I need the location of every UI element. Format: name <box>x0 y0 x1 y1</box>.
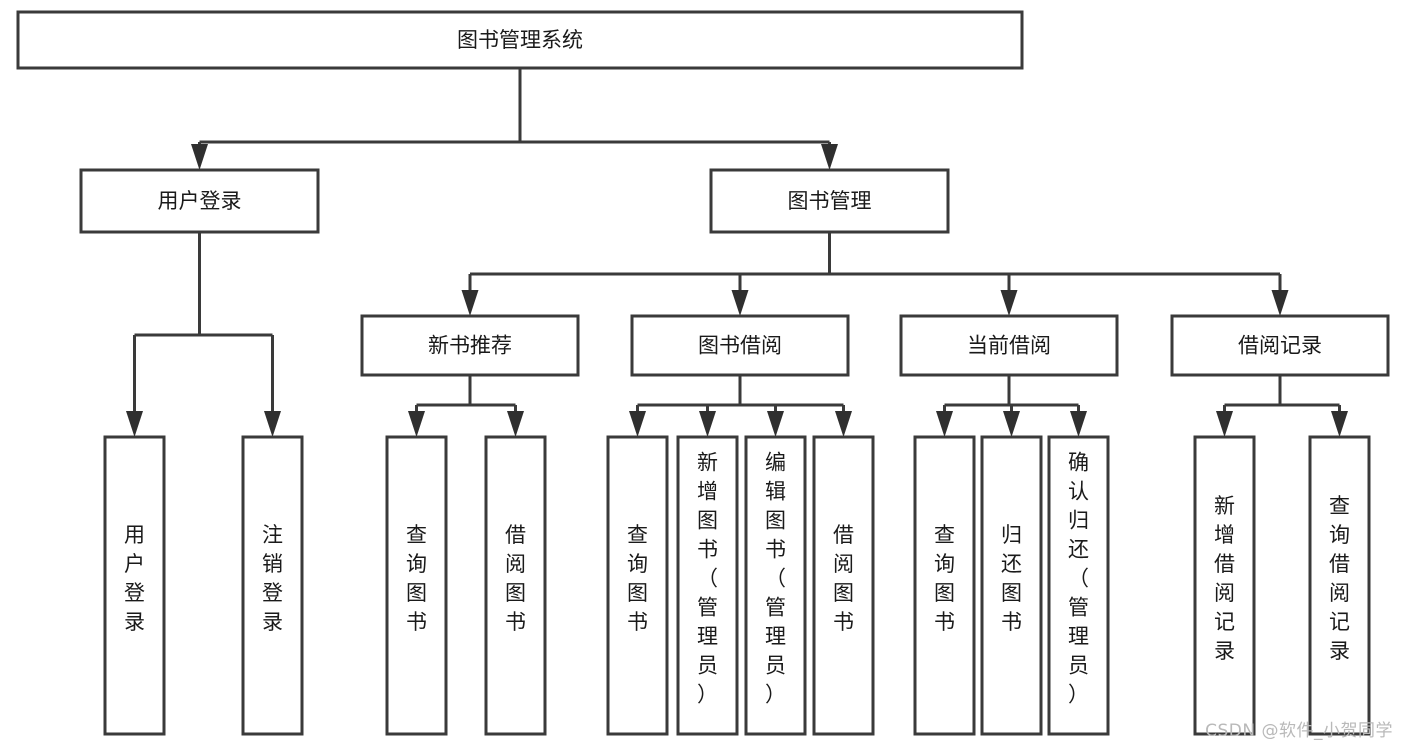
node-label-br-add-record: 新增借阅记录 <box>1214 494 1235 663</box>
node-book-borrow[interactable]: 图书借阅 <box>630 314 850 377</box>
node-label-book-manage: 图书管理 <box>788 189 872 213</box>
node-box-bb-query-book <box>606 435 669 736</box>
node-user-login-login[interactable]: 用户登录 <box>103 435 166 736</box>
edge-current-borrow-to-cb-query-book-arrowhead <box>936 411 953 437</box>
node-label-br-query-record: 查询借阅记录 <box>1329 494 1350 663</box>
node-label-root: 图书管理系统 <box>457 28 583 52</box>
node-cb-query-book[interactable]: 查询图书 <box>913 435 976 736</box>
node-box-br-query-record <box>1308 435 1371 736</box>
node-box-br-add-record <box>1193 435 1256 736</box>
edge-current-borrow-to-cb-confirm-return-arrowhead <box>1070 411 1087 437</box>
edge-root-to-user-login-arrowhead <box>191 144 208 170</box>
node-cb-return-book[interactable]: 归还图书 <box>980 435 1043 736</box>
node-bb-query-book[interactable]: 查询图书 <box>606 435 669 736</box>
node-label-user-login-logout: 注销登录 <box>262 523 283 634</box>
node-box-nbr-query-book <box>385 435 448 736</box>
node-box-book-borrow <box>630 314 850 377</box>
node-box-current-borrow <box>899 314 1119 377</box>
node-borrow-record[interactable]: 借阅记录 <box>1170 314 1390 377</box>
node-label-bb-add-book: 新增图书（管理员） <box>697 451 718 707</box>
node-box-book-manage <box>709 168 950 234</box>
node-label-user-login: 用户登录 <box>158 189 242 213</box>
edge-book-manage-to-current-borrow-arrowhead <box>1000 290 1018 316</box>
node-new-book-recommend[interactable]: 新书推荐 <box>360 314 580 377</box>
node-box-bb-add-book <box>676 435 739 736</box>
node-label-book-borrow: 图书借阅 <box>698 334 782 358</box>
node-br-query-record[interactable]: 查询借阅记录 <box>1308 435 1371 736</box>
edge-new-book-recommend-to-nbr-query-book-arrowhead <box>408 411 425 437</box>
node-book-manage[interactable]: 图书管理 <box>709 168 950 234</box>
edge-current-borrow-to-cb-return-book-arrowhead <box>1003 411 1020 437</box>
node-label-cb-return-book: 归还图书 <box>1001 523 1022 634</box>
node-label-nbr-query-book: 查询图书 <box>406 523 427 634</box>
node-bb-add-book[interactable]: 新增图书（管理员） <box>676 435 739 736</box>
node-label-borrow-record: 借阅记录 <box>1238 334 1322 358</box>
node-label-bb-query-book: 查询图书 <box>627 523 648 634</box>
edge-book-borrow-to-bb-query-book-arrowhead <box>629 411 646 437</box>
edge-user-login-to-user-login-login-arrowhead <box>126 411 143 437</box>
edge-book-borrow-to-bb-borrow-book-arrowhead <box>835 411 852 437</box>
node-box-cb-return-book <box>980 435 1043 736</box>
node-box-user-login-login <box>103 435 166 736</box>
node-label-cb-query-book: 查询图书 <box>934 523 955 634</box>
edge-book-borrow-to-bb-edit-book-arrowhead <box>767 411 784 437</box>
watermark-text: CSDN @软件_小贺同学 <box>1205 721 1393 741</box>
edge-book-manage-to-borrow-record-arrowhead <box>1271 290 1289 316</box>
node-label-nbr-borrow-book: 借阅图书 <box>505 523 526 634</box>
node-cb-confirm-return[interactable]: 确认归还（管理员） <box>1047 435 1110 736</box>
node-label-bb-edit-book: 编辑图书（管理员） <box>765 451 786 707</box>
edge-root-to-book-manage-arrowhead <box>821 144 838 170</box>
node-user-login-logout[interactable]: 注销登录 <box>241 435 304 736</box>
edge-borrow-record-to-br-query-record-arrowhead <box>1331 411 1348 437</box>
node-label-cb-confirm-return: 确认归还（管理员） <box>1068 451 1089 707</box>
node-nbr-query-book[interactable]: 查询图书 <box>385 435 448 736</box>
node-user-login[interactable]: 用户登录 <box>79 168 320 234</box>
node-label-user-login-login: 用户登录 <box>124 523 145 634</box>
node-box-user-login <box>79 168 320 234</box>
node-box-cb-confirm-return <box>1047 435 1110 736</box>
edge-new-book-recommend-to-nbr-borrow-book-arrowhead <box>507 411 524 437</box>
node-box-bb-borrow-book <box>812 435 875 736</box>
node-box-user-login-logout <box>241 435 304 736</box>
node-bb-borrow-book[interactable]: 借阅图书 <box>812 435 875 736</box>
node-label-bb-borrow-book: 借阅图书 <box>833 523 854 634</box>
edge-user-login-to-user-login-logout-arrowhead <box>264 411 281 437</box>
node-label-new-book-recommend: 新书推荐 <box>428 334 512 358</box>
edge-borrow-record-to-br-add-record-arrowhead <box>1216 411 1233 437</box>
edge-book-manage-to-new-book-recommend-arrowhead <box>461 290 479 316</box>
node-box-bb-edit-book <box>744 435 807 736</box>
node-current-borrow[interactable]: 当前借阅 <box>899 314 1119 377</box>
node-box-borrow-record <box>1170 314 1390 377</box>
node-label-current-borrow: 当前借阅 <box>967 334 1051 358</box>
node-box-root <box>16 10 1024 70</box>
node-box-new-book-recommend <box>360 314 580 377</box>
node-nbr-borrow-book[interactable]: 借阅图书 <box>484 435 547 736</box>
node-box-cb-query-book <box>913 435 976 736</box>
node-br-add-record[interactable]: 新增借阅记录 <box>1193 435 1256 736</box>
node-bb-edit-book[interactable]: 编辑图书（管理员） <box>744 435 807 736</box>
node-root[interactable]: 图书管理系统 <box>16 10 1024 70</box>
node-box-nbr-borrow-book <box>484 435 547 736</box>
edge-book-borrow-to-bb-add-book-arrowhead <box>699 411 716 437</box>
edge-book-manage-to-book-borrow-arrowhead <box>731 290 749 316</box>
